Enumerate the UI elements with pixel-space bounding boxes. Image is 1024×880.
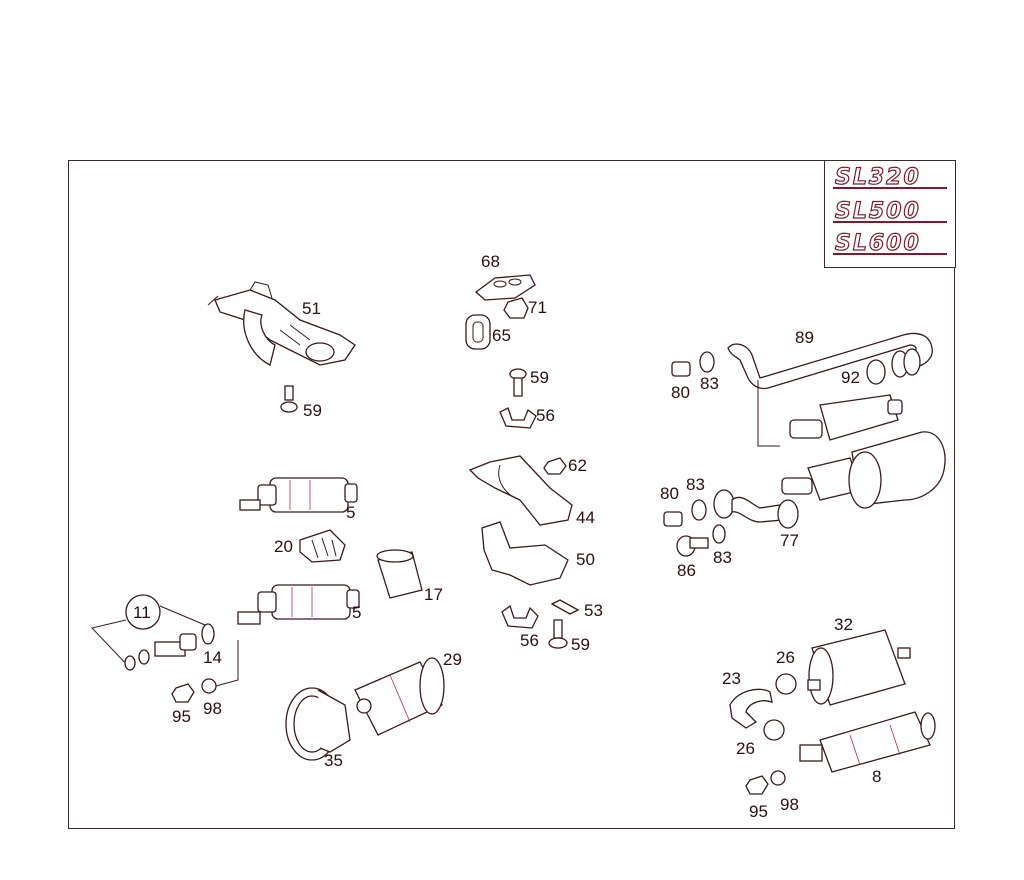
part-line-77[interactable] [713, 489, 799, 529]
callout-62: 62 [568, 456, 587, 475]
part-bolt-86[interactable] [676, 535, 709, 557]
callout-56: 56 [536, 406, 555, 425]
callout-83: 83 [713, 548, 732, 567]
callout-44: 44 [576, 508, 595, 527]
part-screw-59a[interactable] [280, 385, 298, 413]
callout-26: 26 [736, 739, 755, 758]
part-heatshield-68[interactable] [474, 274, 536, 301]
callout-56: 56 [520, 631, 539, 650]
callout-92: 92 [841, 368, 860, 387]
part-clamp-26a[interactable] [775, 673, 797, 695]
callout-32: 32 [834, 615, 853, 634]
part-washer-83b[interactable] [691, 499, 707, 521]
part-nut-71[interactable] [503, 297, 529, 319]
callout-14: 14 [203, 648, 222, 667]
part-nut-95b[interactable] [745, 775, 769, 795]
model-underline [833, 187, 947, 189]
model-underline [833, 221, 947, 223]
callout-50: 50 [576, 550, 595, 569]
part-filter-32[interactable] [807, 629, 911, 706]
part-nut-62[interactable] [543, 457, 567, 475]
part-screw-59c[interactable] [548, 619, 568, 649]
part-nut-95a[interactable] [171, 683, 195, 703]
callout-53: 53 [584, 601, 603, 620]
part-pump-5a[interactable] [239, 477, 358, 513]
part-fitting-11[interactable] [91, 594, 215, 671]
part-strap-50[interactable] [481, 521, 569, 586]
part-hose-23[interactable] [729, 688, 773, 729]
part-clamp-26b[interactable] [763, 719, 785, 741]
part-sleeve-17[interactable] [376, 549, 423, 599]
part-washer-83c[interactable] [712, 524, 726, 544]
callout-20: 20 [274, 537, 293, 556]
part-clamp-92[interactable] [866, 359, 886, 385]
part-screw-59b[interactable] [509, 368, 527, 397]
part-clip-53[interactable] [550, 599, 580, 615]
callout-5: 5 [346, 503, 355, 522]
part-bracket-51[interactable] [207, 281, 356, 366]
callout-59: 59 [303, 401, 322, 420]
callout-29: 29 [443, 650, 462, 669]
model-badge: SL320 SL500 SL600 [824, 160, 956, 268]
callout-59: 59 [571, 635, 590, 654]
part-pump-right-lower[interactable] [781, 431, 946, 509]
callout-5: 5 [352, 603, 361, 622]
callout-95: 95 [749, 802, 768, 821]
part-washer-83a[interactable] [699, 351, 715, 373]
callout-98: 98 [203, 699, 222, 718]
part-rubber-65[interactable] [465, 314, 491, 350]
callout-35: 35 [324, 751, 343, 770]
callout-26: 26 [776, 648, 795, 667]
callout-83: 83 [700, 374, 719, 393]
model-sl320: SL320 [834, 164, 921, 190]
callout-80: 80 [671, 383, 690, 402]
callout-51: 51 [302, 299, 321, 318]
model-sl500: SL500 [834, 198, 921, 224]
callout-80: 80 [660, 484, 679, 503]
callout-77: 77 [780, 531, 799, 550]
model-underline [833, 253, 947, 255]
part-fuelline-89[interactable] [727, 332, 933, 390]
model-sl600: SL600 [834, 230, 921, 256]
callout-8: 8 [872, 767, 881, 786]
callout-71: 71 [528, 298, 547, 317]
part-clip-20[interactable] [299, 529, 346, 563]
part-bolt-80b[interactable] [663, 511, 683, 527]
part-bolt-80a[interactable] [671, 361, 691, 377]
callout-23: 23 [722, 669, 741, 688]
callout-89: 89 [795, 328, 814, 347]
part-pump-right-upper[interactable] [757, 380, 903, 447]
callout-98: 98 [780, 795, 799, 814]
part-filter-29[interactable] [354, 657, 445, 736]
callout-59: 59 [530, 368, 549, 387]
callout-65: 65 [492, 326, 511, 345]
callout-83: 83 [686, 475, 705, 494]
part-pump-5b[interactable] [237, 584, 360, 625]
part-lockwasher-98a[interactable] [201, 640, 239, 694]
part-clip-56b[interactable] [501, 604, 539, 629]
part-lockwasher-98b[interactable] [770, 770, 786, 786]
diagram-frame [68, 160, 955, 829]
callout-17: 17 [424, 585, 443, 604]
callout-86: 86 [677, 561, 696, 580]
part-cover-35[interactable] [285, 687, 351, 761]
callout-11: 11 [133, 603, 151, 622]
part-clip-56a[interactable] [499, 407, 537, 429]
part-pump-8[interactable] [799, 711, 936, 773]
callout-68: 68 [481, 252, 500, 271]
callout-95: 95 [172, 707, 191, 726]
part-strap-44[interactable] [468, 455, 573, 526]
